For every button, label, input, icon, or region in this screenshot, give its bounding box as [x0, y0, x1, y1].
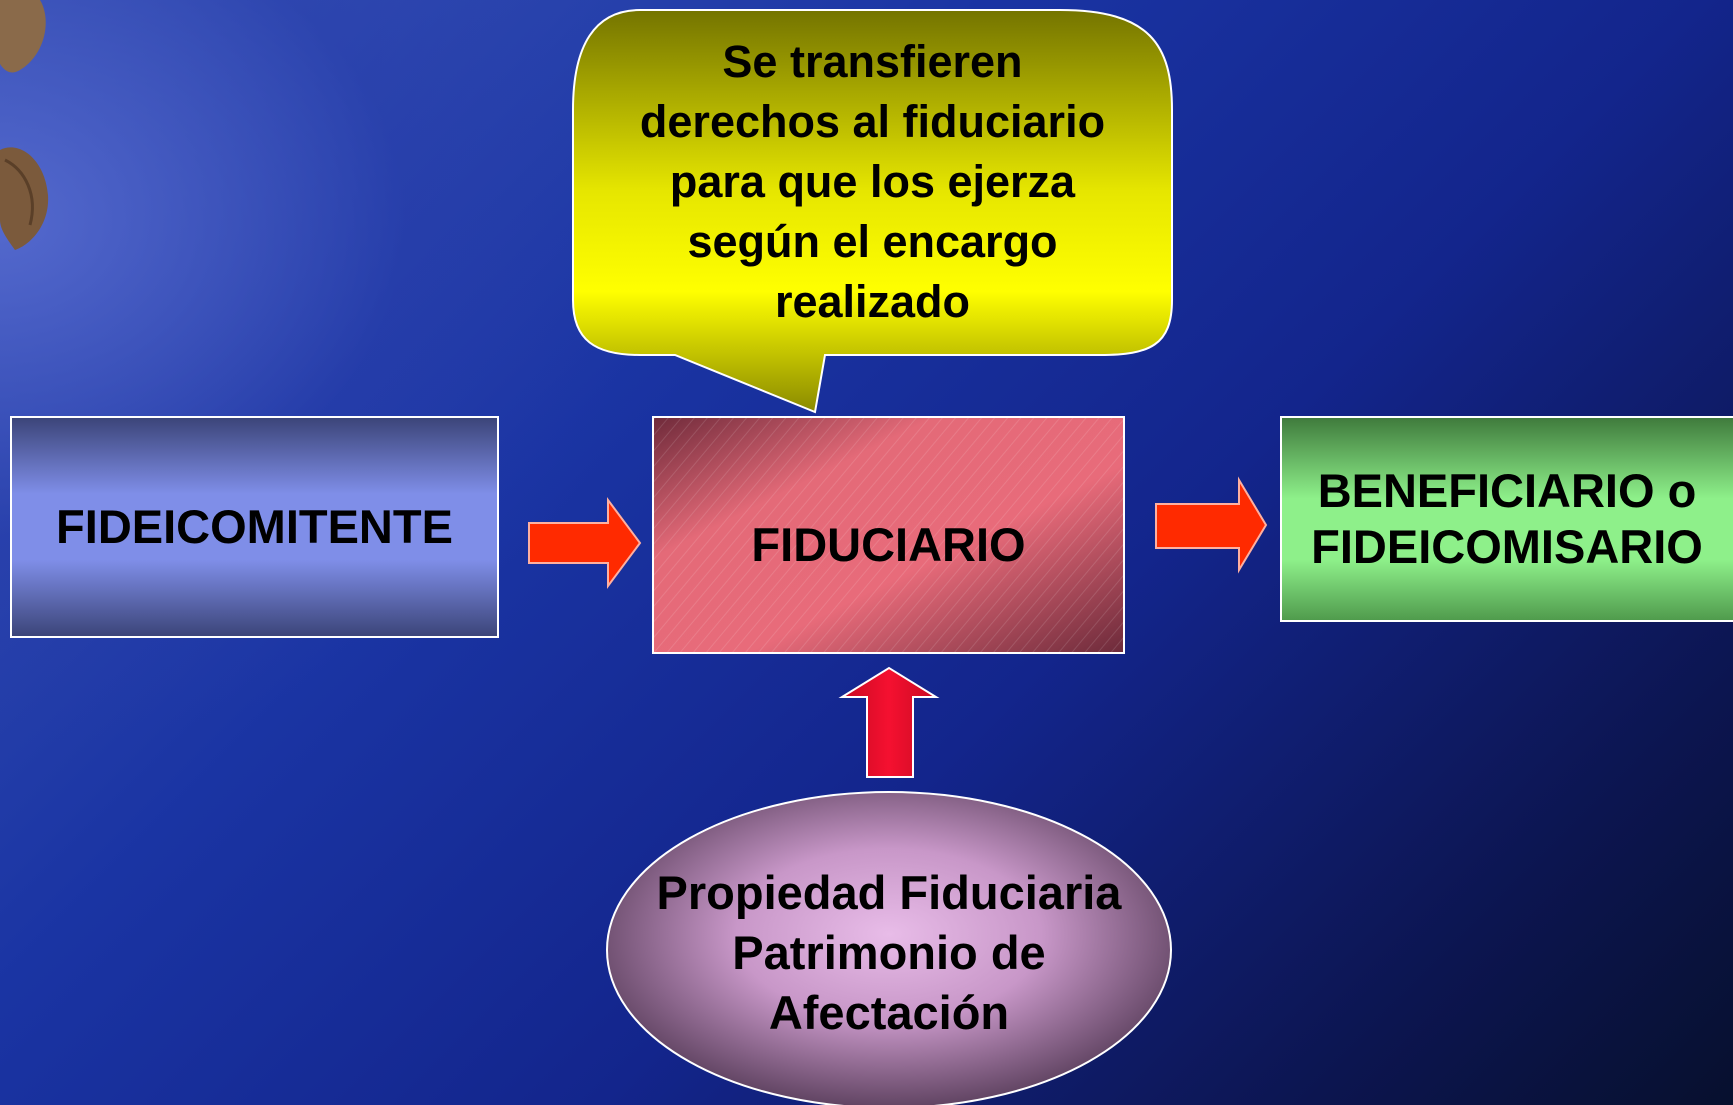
fiduciario-label: FIDUCIARIO [751, 517, 1026, 571]
fideicomitente-node: FIDEICOMITENTE [11, 417, 498, 637]
callout-bubble-shape [572, 9, 1173, 414]
propiedad-label-line: Patrimonio de [732, 926, 1046, 980]
callout-line: Se transfieren [722, 36, 1023, 88]
propiedad-label-line: Afectación [768, 985, 1010, 1039]
callout-line: para que los ejerza [669, 156, 1076, 208]
arrow-up-icon [838, 666, 940, 778]
decorative-leaf-icon [0, 0, 49, 250]
arrow-right-icon [1155, 476, 1268, 574]
fideicomitente-box-shape [10, 416, 499, 638]
propiedad-node: Propiedad Fiduciaria Patrimonio de Afect… [620, 858, 1158, 1048]
beneficiario-node: BENEFICIARIO o FIDEICOMISARIO [1281, 417, 1733, 621]
fiduciario-hatch [653, 417, 1124, 653]
callout-line: según el encargo [687, 215, 1058, 267]
propiedad-label-line: Propiedad Fiduciaria [656, 866, 1122, 920]
fiduciario-node: FIDUCIARIO [653, 417, 1124, 653]
beneficiario-label-line: BENEFICIARIO o [1317, 463, 1697, 517]
arrow-right-icon [528, 496, 642, 590]
callout-line: realizado [774, 275, 971, 327]
beneficiario-box-shape [1280, 416, 1733, 622]
propiedad-ellipse-shape [606, 791, 1172, 1105]
beneficiario-label-line: FIDEICOMISARIO [1311, 520, 1703, 573]
fideicomitente-label: FIDEICOMITENTE [56, 499, 453, 553]
callout-text: Se transfieren derechos al fiduciario pa… [600, 32, 1145, 332]
callout-line: derechos al fiduciario [639, 96, 1106, 148]
